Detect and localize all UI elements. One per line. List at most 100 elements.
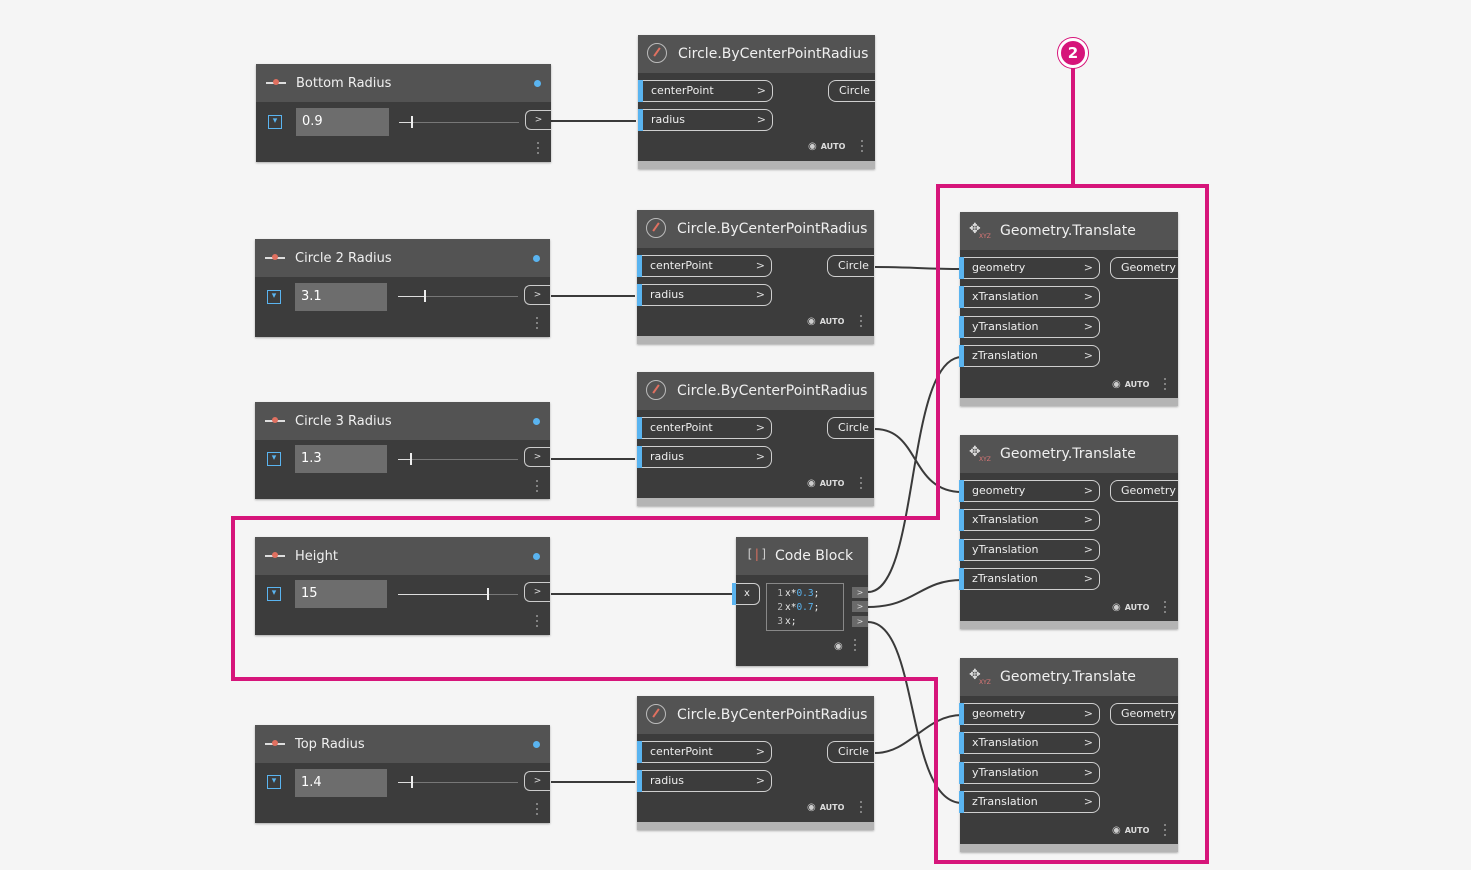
output-port-circle[interactable]: Circle [827, 741, 874, 763]
input-port-geometry[interactable]: geometry> [959, 480, 1100, 502]
slider-track[interactable] [398, 453, 518, 465]
input-port-x[interactable]: x [732, 583, 760, 605]
expand-toggle-icon[interactable]: ▾ [267, 290, 281, 304]
input-port-xtranslation[interactable]: xTranslation> [959, 286, 1100, 308]
slider-node-circle-3-radius[interactable]: Circle 3 Radius ▾ 1.3 > [255, 402, 550, 499]
input-port-ztranslation[interactable]: zTranslation> [959, 791, 1100, 813]
slider-value-input[interactable]: 15 [295, 580, 387, 608]
slider-track[interactable] [398, 776, 518, 788]
output-port[interactable]: > [524, 285, 550, 305]
slider-node-bottom-radius[interactable]: Bottom Radius ▾ 0.9 > [256, 64, 551, 162]
circle-node-4[interactable]: Circle.ByCenterPointRadius centerPoint> … [637, 696, 874, 830]
slider-thumb[interactable] [486, 588, 489, 600]
preview-auto-label[interactable]: ◉AUTO [808, 141, 846, 152]
output-port-geometry[interactable]: Geometry [1110, 480, 1178, 502]
expand-toggle-icon[interactable]: ▾ [267, 587, 281, 601]
more-menu-icon[interactable] [854, 639, 858, 654]
input-port-radius[interactable]: radius> [638, 109, 773, 131]
input-port-geometry[interactable]: geometry> [959, 257, 1100, 279]
input-port-ytranslation[interactable]: yTranslation> [959, 762, 1100, 784]
slider-track[interactable] [399, 116, 519, 128]
input-port-xtranslation[interactable]: xTranslation> [959, 509, 1100, 531]
node-title: Geometry.Translate [1000, 669, 1136, 685]
circle-node-icon [646, 380, 666, 400]
input-port-centerpoint[interactable]: centerPoint> [637, 417, 772, 439]
slider-track[interactable] [398, 290, 518, 302]
more-menu-icon[interactable] [860, 315, 864, 330]
output-port-circle[interactable]: Circle [827, 255, 874, 277]
circle-node-3[interactable]: Circle.ByCenterPointRadius centerPoint> … [637, 372, 874, 506]
slider-value-input[interactable]: 1.3 [295, 445, 387, 473]
slider-value-input[interactable]: 3.1 [295, 283, 387, 311]
input-port-radius[interactable]: radius> [637, 446, 772, 468]
input-port-ztranslation[interactable]: zTranslation> [959, 345, 1100, 367]
input-port-ztranslation[interactable]: zTranslation> [959, 568, 1100, 590]
more-menu-icon[interactable] [536, 317, 540, 332]
output-port-line-2[interactable]: > [852, 601, 868, 612]
preview-auto-label[interactable]: ◉AUTO [807, 316, 845, 327]
expand-toggle-icon[interactable]: ▾ [268, 115, 282, 129]
expand-toggle-icon[interactable]: ▾ [267, 775, 281, 789]
more-menu-icon[interactable] [536, 803, 540, 818]
node-title: Geometry.Translate [1000, 446, 1136, 462]
slider-thumb[interactable] [411, 116, 413, 128]
input-port-centerpoint[interactable]: centerPoint> [637, 741, 772, 763]
slider-node-circle-2-radius[interactable]: Circle 2 Radius ▾ 3.1 > [255, 239, 550, 337]
slider-node-height[interactable]: Height ▾ 15 > [255, 537, 550, 635]
slider-thumb[interactable] [411, 776, 414, 788]
output-port-geometry[interactable]: Geometry [1110, 257, 1178, 279]
slider-value-input[interactable]: 0.9 [296, 108, 389, 136]
slider-thumb[interactable] [410, 453, 412, 465]
input-port-xtranslation[interactable]: xTranslation> [959, 732, 1100, 754]
circle-node-icon [646, 218, 666, 238]
more-menu-icon[interactable] [537, 142, 541, 157]
output-port-line-1[interactable]: > [852, 587, 868, 598]
translate-node-3[interactable]: ✥XYZ Geometry.Translate geometry> xTrans… [959, 658, 1178, 852]
output-port-circle[interactable]: Circle [828, 80, 875, 102]
slider-thumb[interactable] [424, 290, 427, 302]
preview-auto-label[interactable]: ◉AUTO [1112, 602, 1150, 613]
expand-toggle-icon[interactable]: ▾ [267, 452, 281, 466]
more-menu-icon[interactable] [1164, 601, 1168, 616]
more-menu-icon[interactable] [861, 140, 865, 155]
output-port[interactable]: > [524, 771, 550, 791]
slider-value-input[interactable]: 1.4 [295, 769, 387, 797]
more-menu-icon[interactable] [860, 477, 864, 492]
input-port-radius[interactable]: radius> [637, 770, 772, 792]
preview-auto-label[interactable]: ◉AUTO [807, 478, 845, 489]
preview-auto-label[interactable]: ◉AUTO [1112, 825, 1150, 836]
status-dot [533, 553, 540, 560]
output-port-circle[interactable]: Circle [827, 417, 874, 439]
more-menu-icon[interactable] [536, 480, 540, 495]
output-port[interactable]: > [525, 110, 551, 130]
output-port-geometry[interactable]: Geometry [1110, 703, 1178, 725]
input-port-geometry[interactable]: geometry> [959, 703, 1100, 725]
eye-off-icon: ◉ [1112, 602, 1121, 613]
input-port-ytranslation[interactable]: yTranslation> [959, 539, 1100, 561]
preview-toggle[interactable]: ◉ [834, 641, 847, 652]
preview-auto-label[interactable]: ◉AUTO [1112, 379, 1150, 390]
output-port[interactable]: > [524, 447, 550, 467]
input-port-radius[interactable]: radius> [637, 284, 772, 306]
output-port-line-3[interactable]: > [852, 616, 868, 627]
input-port-ytranslation[interactable]: yTranslation> [959, 316, 1100, 338]
status-dot [533, 255, 540, 262]
translate-node-1[interactable]: ✥XYZ Geometry.Translate geometry> xTrans… [959, 212, 1178, 406]
preview-auto-label[interactable]: ◉AUTO [807, 802, 845, 813]
node-title: Circle.ByCenterPointRadius [678, 46, 869, 62]
circle-node-1[interactable]: Circle.ByCenterPointRadius centerPoint> … [638, 35, 875, 169]
translate-node-2[interactable]: ✥XYZ Geometry.Translate geometry> xTrans… [959, 435, 1178, 629]
slider-track[interactable] [398, 588, 518, 600]
more-menu-icon[interactable] [1164, 378, 1168, 393]
slider-node-top-radius[interactable]: Top Radius ▾ 1.4 > [255, 725, 550, 823]
more-menu-icon[interactable] [536, 615, 540, 630]
output-port[interactable]: > [524, 582, 550, 602]
more-menu-icon[interactable] [860, 801, 864, 816]
input-port-centerpoint[interactable]: centerPoint> [638, 80, 773, 102]
more-menu-icon[interactable] [1164, 824, 1168, 839]
input-port-centerpoint[interactable]: centerPoint> [637, 255, 772, 277]
circle-node-2[interactable]: Circle.ByCenterPointRadius centerPoint> … [637, 210, 874, 344]
